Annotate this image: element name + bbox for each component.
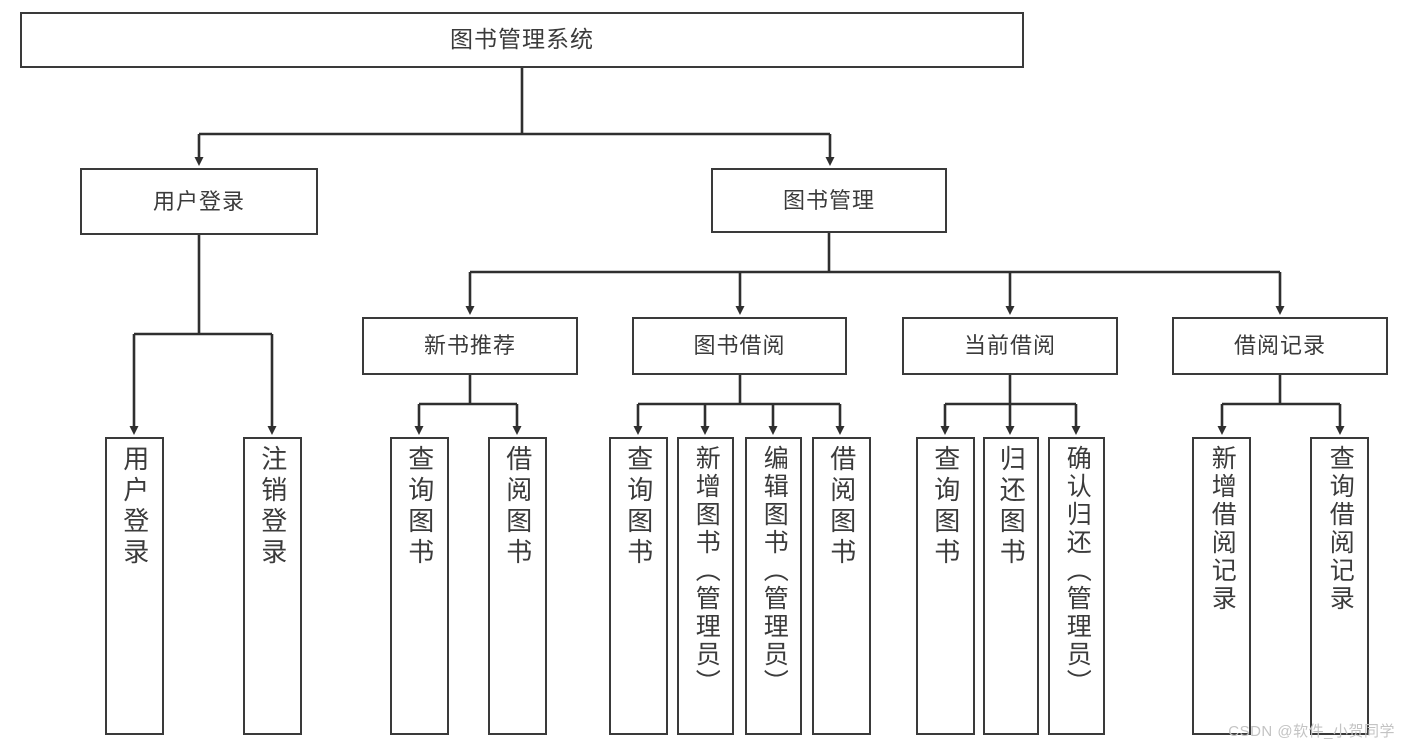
node-label: 查询图书 bbox=[404, 445, 435, 569]
node-new-book-recommend[interactable]: 新书推荐 bbox=[362, 317, 578, 375]
node-book-borrow[interactable]: 图书借阅 bbox=[632, 317, 847, 375]
node-borrow-record[interactable]: 借阅记录 bbox=[1172, 317, 1388, 375]
leaf-query-book-recommend[interactable]: 查询图书 bbox=[390, 437, 449, 735]
node-label: 用户登录 bbox=[119, 445, 150, 569]
node-user-login[interactable]: 用户登录 bbox=[80, 168, 318, 235]
node-label: 图书管理系统 bbox=[450, 26, 594, 53]
node-root-system[interactable]: 图书管理系统 bbox=[20, 12, 1024, 68]
node-label: 借阅记录 bbox=[1233, 333, 1326, 359]
node-label: 编辑图书（管理员） bbox=[760, 445, 789, 697]
node-label: 新增借阅记录 bbox=[1208, 445, 1237, 613]
leaf-query-book-borrow[interactable]: 查询图书 bbox=[609, 437, 668, 735]
leaf-edit-book[interactable]: 编辑图书（管理员） bbox=[745, 437, 802, 735]
node-label: 图书管理 bbox=[782, 187, 875, 213]
leaf-add-borrow-record[interactable]: 新增借阅记录 bbox=[1192, 437, 1251, 735]
leaf-borrow-book-recommend[interactable]: 借阅图书 bbox=[488, 437, 547, 735]
watermark: CSDN @软件_小贺同学 bbox=[1228, 723, 1395, 740]
leaf-borrow-book-borrow[interactable]: 借阅图书 bbox=[812, 437, 871, 735]
leaf-user-login[interactable]: 用户登录 bbox=[105, 437, 164, 735]
node-label: 归还图书 bbox=[996, 445, 1027, 569]
node-label: 用户登录 bbox=[152, 188, 245, 214]
node-label: 查询借阅记录 bbox=[1326, 445, 1355, 613]
node-current-borrow[interactable]: 当前借阅 bbox=[902, 317, 1118, 375]
leaf-query-book-current[interactable]: 查询图书 bbox=[916, 437, 975, 735]
leaf-user-logout[interactable]: 注销登录 bbox=[243, 437, 302, 735]
node-label: 图书借阅 bbox=[693, 333, 786, 359]
node-label: 查询图书 bbox=[623, 445, 654, 569]
leaf-confirm-return[interactable]: 确认归还（管理员） bbox=[1048, 437, 1105, 735]
node-label: 查询图书 bbox=[930, 445, 961, 569]
node-label: 借阅图书 bbox=[502, 445, 533, 569]
node-book-manage[interactable]: 图书管理 bbox=[711, 168, 947, 233]
leaf-return-book[interactable]: 归还图书 bbox=[983, 437, 1039, 735]
leaf-query-borrow-record[interactable]: 查询借阅记录 bbox=[1310, 437, 1369, 735]
node-label: 当前借阅 bbox=[963, 333, 1056, 359]
node-label: 确认归还（管理员） bbox=[1063, 445, 1092, 697]
node-label: 新书推荐 bbox=[423, 333, 516, 359]
node-label: 新增图书（管理员） bbox=[692, 445, 721, 697]
node-label: 注销登录 bbox=[257, 445, 288, 569]
leaf-add-book[interactable]: 新增图书（管理员） bbox=[677, 437, 734, 735]
node-label: 借阅图书 bbox=[826, 445, 857, 569]
